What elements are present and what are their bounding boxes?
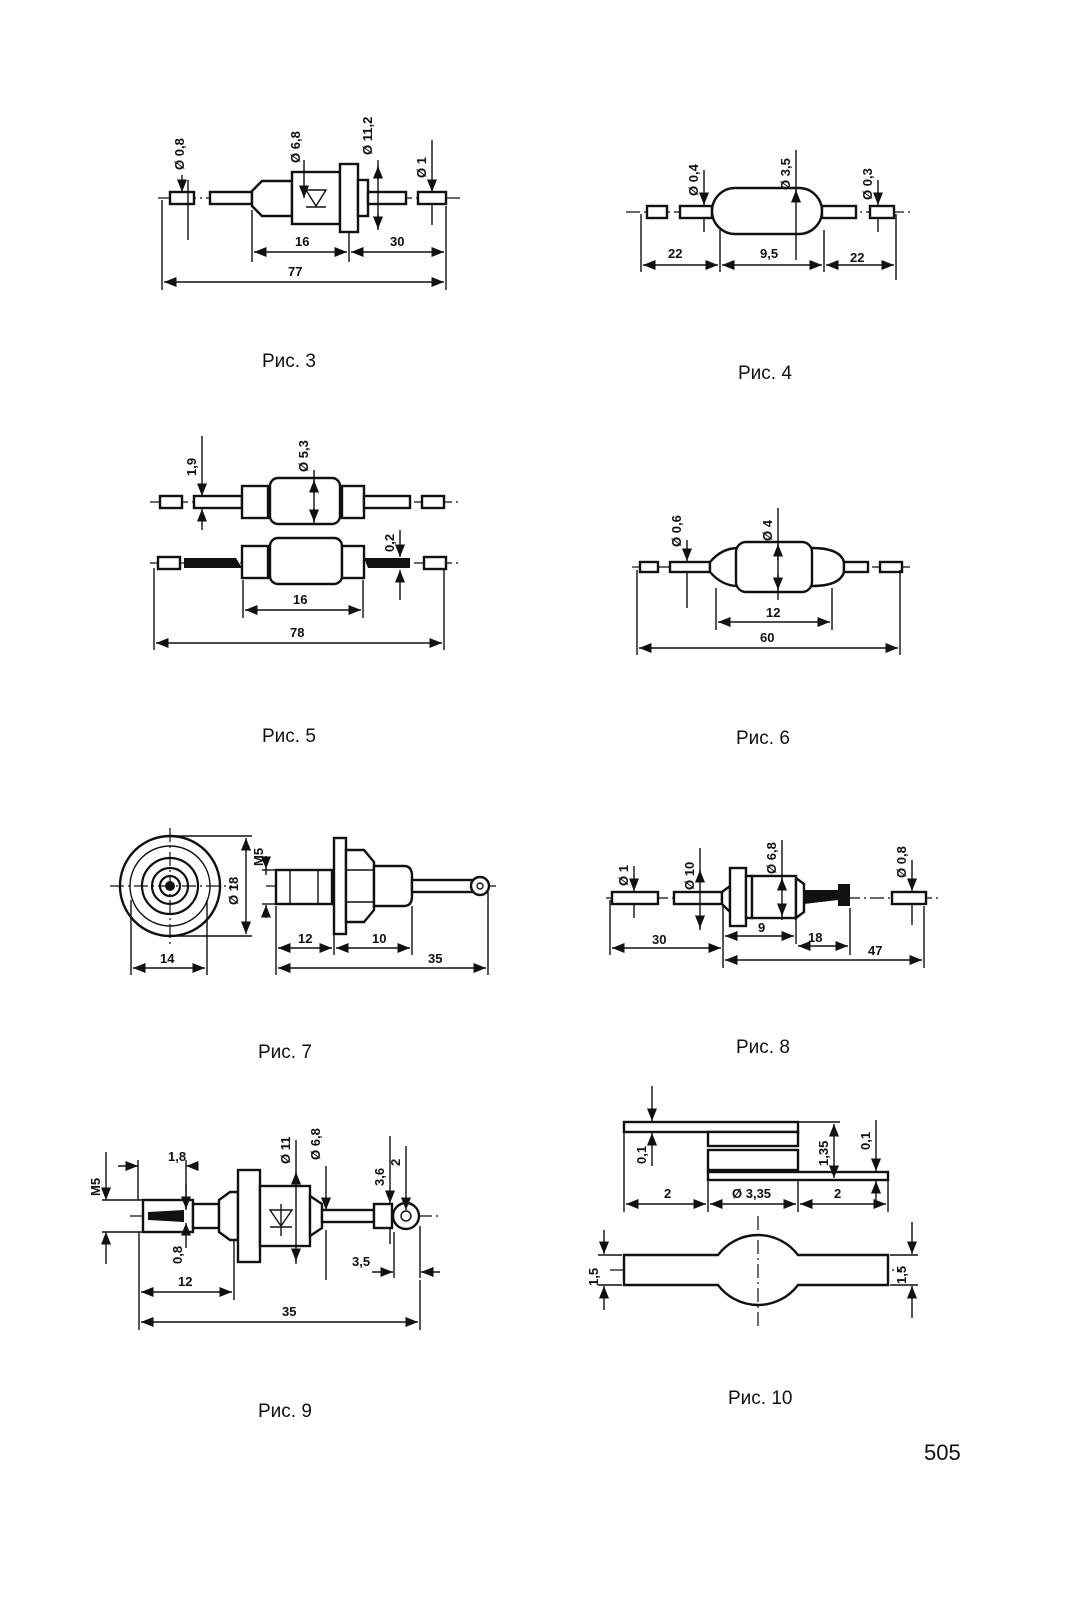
fig7-dim-dia-18: Ø 18	[226, 877, 241, 905]
figure-8-diode: Ø 1 Ø 10 Ø 6,8 Ø 0,8 30 9 18 47	[606, 840, 940, 968]
figure-7-caption: Рис. 7	[258, 1042, 312, 1063]
fig3-dim-lead-dia: Ø 0,8	[172, 138, 187, 170]
figure-3-caption: Рис. 3	[262, 351, 316, 372]
fig3-dim-lead2-dia: Ø 1	[414, 157, 429, 178]
fig6-dim-lead-dia: Ø 0,6	[669, 515, 684, 547]
figure-4-glass-diode: Ø 0,4 Ø 3,5 Ø 0,3 22 9,5 22	[626, 150, 910, 280]
figure-7-stud-diode: Ø 18 14 M5 12 10 35	[110, 828, 500, 975]
figure-9-stud-diode: M5 1,8 0,8 Ø 11 Ø 6,8 3,6 2 3,5 12 35	[88, 1128, 440, 1330]
fig10-dim-1-35: 1,35	[816, 1141, 831, 1166]
figure-6-glass-diode: Ø 0,6 Ø 4 12 60	[632, 508, 912, 655]
fig10-dim-0-1b: 0,1	[858, 1132, 873, 1150]
fig5-dim-1-9: 1,9	[184, 458, 199, 476]
fig3-dim-77: 77	[288, 264, 302, 279]
fig6-dim-body-dia: Ø 4	[760, 519, 775, 541]
fig6-dim-12: 12	[766, 605, 780, 620]
page-number: 505	[924, 1440, 961, 1465]
fig7-dim-12: 12	[298, 931, 312, 946]
fig8-dim-30: 30	[652, 932, 666, 947]
fig10-dim-2a: 2	[664, 1186, 671, 1201]
figure-6-caption: Рис. 6	[736, 728, 790, 749]
fig8-dim-flange-dia: Ø 10	[682, 862, 697, 890]
fig10-dim-1-5b: 1,5	[894, 1266, 909, 1284]
fig3-dim-30: 30	[390, 234, 404, 249]
fig4-dim-lead2-dia: Ø 0,3	[860, 168, 875, 200]
fig8-dim-9: 9	[758, 920, 765, 935]
fig10-dim-0-1a: 0,1	[634, 1146, 649, 1164]
fig9-dim-1-8: 1,8	[168, 1149, 186, 1164]
fig4-dim-22b: 22	[850, 250, 864, 265]
fig9-dim-35: 35	[282, 1304, 296, 1319]
fig9-dim-3-6: 3,6	[372, 1168, 387, 1186]
fig8-dim-18: 18	[808, 930, 822, 945]
fig3-dim-body-dia: Ø 6,8	[288, 131, 303, 163]
fig5-dim-78: 78	[290, 625, 304, 640]
fig9-dim-M5: M5	[88, 1178, 103, 1196]
fig9-dim-2: 2	[388, 1159, 403, 1166]
figure-9-caption: Рис. 9	[258, 1401, 312, 1422]
figure-5-caption: Рис. 5	[262, 726, 316, 747]
figure-4-caption: Рис. 4	[738, 363, 792, 384]
fig9-dim-3-5: 3,5	[352, 1254, 370, 1269]
fig4-dim-22a: 22	[668, 246, 682, 261]
figure-10-caption: Рис. 10	[728, 1388, 792, 1409]
fig4-dim-lead-dia: Ø 0,4	[686, 163, 701, 196]
fig4-dim-body-dia: Ø 3,5	[778, 158, 793, 190]
fig7-dim-35: 35	[428, 951, 442, 966]
fig7-dim-14: 14	[160, 951, 175, 966]
fig8-dim-lead-dia: Ø 1	[616, 865, 631, 886]
fig3-dim-16: 16	[295, 234, 309, 249]
fig4-dim-9-5: 9,5	[760, 246, 778, 261]
fig8-dim-47: 47	[868, 943, 882, 958]
fig5-dim-body-dia: Ø 5,3	[296, 440, 311, 472]
figure-8-caption: Рис. 8	[736, 1037, 790, 1058]
figure-10-pill-diode: 2 Ø 3,35 2 0,1 1,35 0,1 1,5 1,5	[586, 1086, 918, 1326]
fig8-dim-lead2-dia: Ø 0,8	[894, 846, 909, 878]
fig5-dim-0-2: 0,2	[382, 534, 397, 552]
fig3-dim-flange-dia: Ø 11,2	[360, 117, 375, 155]
fig8-dim-body-dia: Ø 6,8	[764, 842, 779, 874]
figure-3-diode: Ø 0,8 Ø 6,8 Ø 11,2 Ø 1 16 30 77	[158, 117, 460, 290]
fig10-dim-1-5a: 1,5	[586, 1268, 601, 1286]
fig9-dim-body-dia: Ø 6,8	[308, 1128, 323, 1160]
fig7-dim-10: 10	[372, 931, 386, 946]
fig5-dim-16: 16	[293, 592, 307, 607]
fig9-dim-0-8: 0,8	[170, 1246, 185, 1264]
fig10-dim-2b: 2	[834, 1186, 841, 1201]
fig6-dim-60: 60	[760, 630, 774, 645]
figure-5-diode-two-views: 1,9 Ø 5,3 0,2 16 78	[150, 436, 460, 650]
fig10-dim-dia-3-35: Ø 3,35	[732, 1186, 771, 1201]
fig7-dim-M5: M5	[251, 848, 266, 866]
fig9-dim-flange-dia: Ø 11	[278, 1137, 293, 1164]
fig9-dim-12: 12	[178, 1274, 192, 1289]
